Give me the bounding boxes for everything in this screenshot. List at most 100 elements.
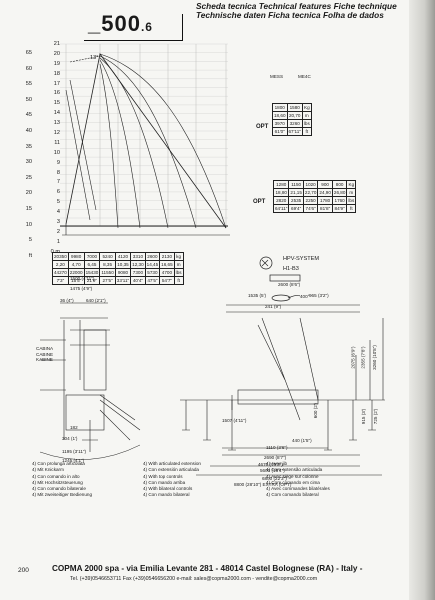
mess-row: 61'0"67'11"ft	[272, 127, 312, 136]
y-tick-m: 21	[53, 41, 60, 47]
y-tick-ft: 30	[25, 159, 32, 166]
load-cell: 40'4"	[130, 276, 146, 285]
load-cell: 10,35	[114, 260, 132, 269]
load-cell: 9080	[114, 268, 132, 277]
model-title: _500.6	[88, 11, 153, 36]
dim-left-5: 182	[70, 425, 78, 430]
opt-cell: 74'6"	[302, 204, 319, 213]
y-tick-m: 15	[53, 100, 60, 107]
dim-top-1: 2600 (8'6")	[278, 282, 301, 287]
y-tick-ft: 50	[25, 96, 32, 103]
load-cell: ft	[173, 276, 184, 285]
y-tick-ft: 35	[25, 143, 32, 150]
opt-cell: 900	[317, 180, 333, 189]
mess-cell: 3970	[272, 119, 288, 128]
mess-cell: 1800	[272, 103, 288, 112]
y-tick-m: 9	[56, 159, 60, 166]
mess-cell: lbs	[301, 119, 312, 128]
opt-cell: 26,80	[331, 188, 348, 197]
y-tick-m: 14	[53, 110, 60, 117]
load-row-4: 7'3"15'5"21'9"27'5"33'11"40'4"47'5"54'7"…	[52, 276, 184, 285]
legend-item: 4) With articulated extension	[143, 461, 201, 466]
legend-item: 4) Com extensão articulada	[266, 467, 323, 473]
legend-item: 4) Avec commandes bilatérales	[266, 486, 330, 492]
dim-s2: 1110 (3'6")	[266, 445, 288, 450]
rotation-label: 400°	[300, 294, 310, 299]
load-cell: 44270	[52, 268, 69, 277]
load-cell: 8,35	[99, 260, 116, 269]
opt-cell: 21,15	[288, 188, 304, 197]
y-tick-m: 0 m	[50, 248, 60, 255]
system-line-1: HPV-SYSTEM	[283, 256, 320, 262]
mess-cell: 61'0"	[272, 127, 288, 136]
load-cell: 5730	[144, 268, 161, 277]
load-cell: 6,45	[83, 260, 101, 269]
load-cell: 2130	[159, 252, 175, 261]
mess-opt-label: OPT	[256, 124, 269, 130]
y-tick-m: 10	[53, 149, 60, 156]
dim-height-2: 2355 (7'8")	[360, 346, 366, 369]
dim-s6: 6800 (22'3")	[262, 476, 287, 481]
dim-left-3: 36 (4")	[60, 298, 74, 303]
dim-left-1: 1500 (4'11")	[70, 276, 95, 281]
legend-item: 4) Con comando in alto	[32, 473, 80, 479]
legend-item: 4) Avec jib	[266, 461, 288, 466]
load-cell: 14,45	[144, 260, 161, 269]
header-titles: Scheda tecnica Technical features Fiche …	[196, 2, 397, 20]
opt-cell: 64'11"	[272, 204, 290, 213]
header-line-2: Technische daten Ficha tecnica Folha de …	[196, 10, 384, 20]
legend-item: 4) Mit Hochsitzsteuerung	[32, 479, 83, 485]
legend-item: 4) Con extensión articulada	[143, 467, 199, 473]
dim-left-8: 1245 (4'1")	[62, 458, 85, 463]
dim-left-4: 640 (2'1")	[86, 298, 106, 303]
legend-item: 4) Mit Knickarm	[32, 467, 64, 473]
opt-cell: 1150	[288, 180, 304, 189]
cabin-label: CABINA CABINE KABINE	[36, 346, 54, 363]
y-tick-m: 18	[53, 70, 60, 77]
mess-cell: 1580	[286, 103, 303, 112]
load-cell: m	[173, 260, 184, 269]
load-cell: 2,20	[52, 260, 69, 269]
y-tick-m: 7	[56, 179, 60, 186]
y-tick-ft: 10	[25, 221, 32, 228]
mess-cell: m	[301, 111, 312, 120]
load-cell: 4700	[159, 268, 175, 277]
load-cell: 11550	[99, 268, 116, 277]
load-cell: 12,30	[130, 260, 146, 269]
y-tick-m: 5	[56, 199, 60, 206]
y-tick-ft: 60	[25, 65, 32, 72]
mess-title: MESS	[270, 74, 284, 79]
y-tick-m: 4	[56, 209, 60, 216]
opt-cell: lbs	[346, 196, 357, 205]
load-cell: 27'5"	[99, 276, 116, 285]
y-tick-m: 17	[53, 80, 60, 87]
dim-s7: 8800 (28'10") EXTRA (OPT)	[234, 482, 292, 487]
legend-item: 4) With top controls	[143, 473, 183, 479]
boom-angle: 13°	[90, 55, 99, 61]
opt-cell: 1780	[317, 196, 333, 205]
load-cell: 7300	[130, 268, 146, 277]
mess-cell: ft	[301, 127, 312, 136]
opt-cell: m	[346, 188, 357, 197]
dim-s1: 1507 (4'11")	[222, 418, 247, 423]
page-spine	[409, 0, 435, 600]
legend-item: 4) Con comando bilaterale	[32, 486, 86, 492]
opt-cell: 24,90	[317, 188, 333, 197]
legend-item: 4) With bilateral controls	[143, 486, 193, 492]
load-cell: kg	[173, 252, 184, 261]
opt-cell: 84'9"	[331, 204, 348, 213]
mess-cell: 67'11"	[286, 127, 303, 136]
